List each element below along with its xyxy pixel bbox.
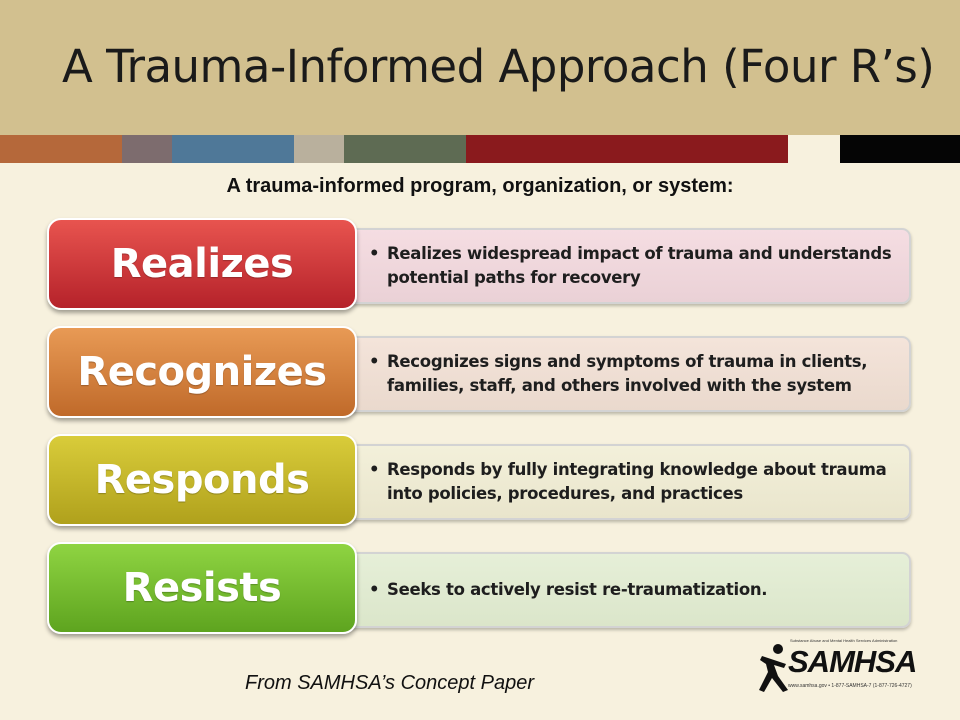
stripe-segment (0, 135, 122, 163)
description-label: Responds by fully integrating knowledge … (387, 460, 887, 503)
description-text: • Responds by fully integrating knowledg… (369, 458, 899, 506)
logo-contact: www.samhsa.gov • 1-877-SAMHSA-7 (1-877-7… (788, 683, 912, 689)
r-row-responds: • Responds by fully integrating knowledg… (47, 434, 915, 526)
title-band (0, 0, 960, 135)
description-box: • Recognizes signs and symptoms of traum… (337, 336, 911, 412)
bullet-icon: • (369, 580, 380, 599)
r-row-resists: • Seeks to actively resist re-traumatiza… (47, 542, 915, 634)
bullet-icon: • (369, 244, 380, 263)
label-box (47, 434, 357, 526)
description-label: Recognizes signs and symptoms of trauma … (387, 352, 868, 395)
stripe-segment (172, 135, 294, 163)
subtitle: A trauma-informed program, organization,… (226, 175, 734, 197)
label-box (47, 542, 357, 634)
r-label: Realizes (110, 241, 294, 287)
stripe-segment (122, 135, 172, 163)
running-figure-icon (759, 644, 788, 692)
stripe-segment (294, 135, 344, 163)
description-box: • Responds by fully integrating knowledg… (337, 444, 911, 520)
logo-wordmark: SAMHSA (788, 644, 917, 679)
r-label: Recognizes (77, 349, 327, 395)
stripe-segment (840, 135, 960, 163)
description-text: • Realizes widespread impact of trauma a… (369, 242, 899, 290)
stripe-segment (344, 135, 466, 163)
logo-tagline: Substance Abuse and Mental Health Servic… (790, 638, 898, 643)
slide-title: A Trauma-Informed Approach (Four R’s) (62, 40, 935, 93)
description-label: Realizes widespread impact of trauma and… (387, 244, 892, 287)
source-footnote: From SAMHSA’s Concept Paper (245, 672, 534, 694)
description-box: • Seeks to actively resist re-traumatiza… (337, 552, 911, 628)
r-label: Responds (94, 457, 310, 503)
label-box (47, 218, 357, 310)
r-row-realizes: • Realizes widespread impact of trauma a… (47, 218, 915, 310)
r-row-recognizes: • Recognizes signs and symptoms of traum… (47, 326, 915, 418)
stripe-segment (466, 135, 788, 163)
color-stripe-bar (0, 135, 960, 163)
description-text: • Recognizes signs and symptoms of traum… (369, 350, 899, 398)
bullet-icon: • (369, 460, 380, 479)
description-box: • Realizes widespread impact of trauma a… (337, 228, 911, 304)
description-text: • Seeks to actively resist re-traumatiza… (369, 578, 899, 602)
r-label: Resists (122, 565, 282, 611)
samhsa-logo: Substance Abuse and Mental Health Servic… (758, 638, 940, 696)
stripe-segment (788, 135, 840, 163)
description-label: Seeks to actively resist re-traumatizati… (387, 580, 768, 599)
label-box (47, 326, 357, 418)
bullet-icon: • (369, 352, 380, 371)
